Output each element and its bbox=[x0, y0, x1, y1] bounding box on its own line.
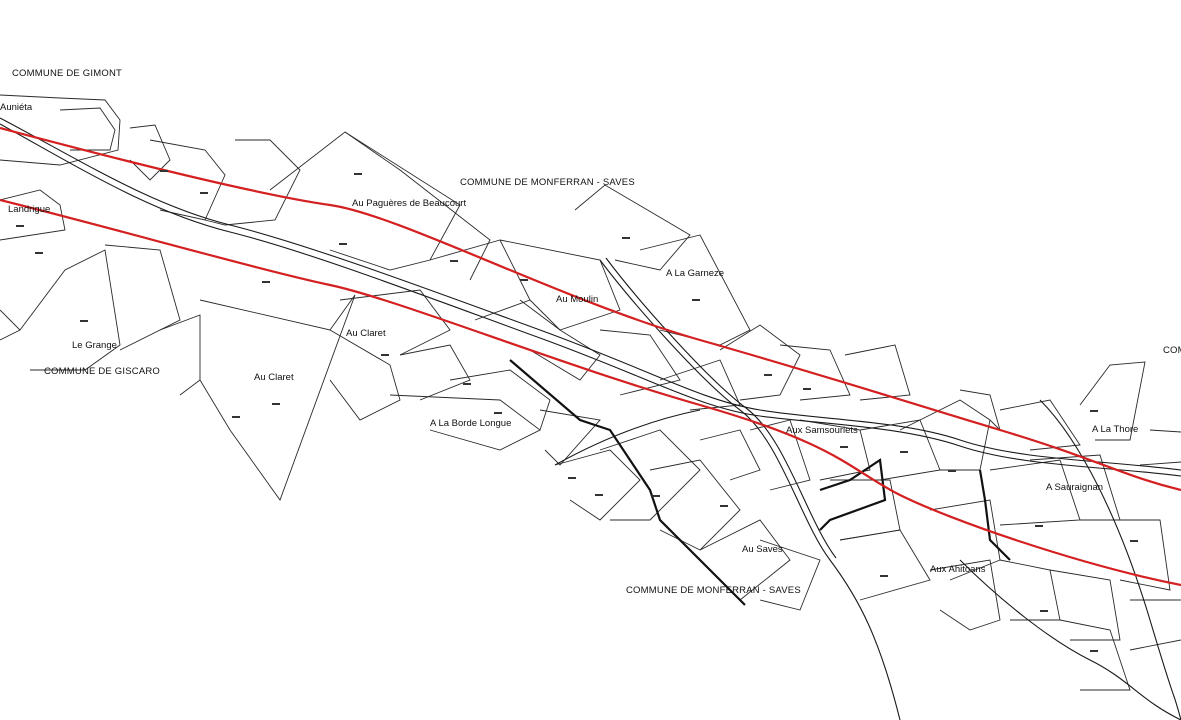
place-label-landrigue: Landrigue bbox=[8, 204, 50, 215]
corridor-lines bbox=[0, 126, 1181, 587]
corridor-line-upper bbox=[0, 126, 1181, 492]
commune-label-monferran-bottom: COMMUNE DE MONFERRAN - SAVES bbox=[626, 585, 801, 596]
commune-label-right-edge: COM bbox=[1163, 345, 1181, 356]
place-label-a-sauraignan: A Sauraignan bbox=[1046, 482, 1103, 493]
commune-labels: COMMUNE DE GIMONT COMMUNE DE MONFERRAN -… bbox=[12, 68, 1181, 596]
parcel-lines bbox=[0, 94, 1181, 691]
place-label-le-grange: Le Grange bbox=[72, 340, 117, 351]
commune-label-monferran-top: COMMUNE DE MONFERRAN - SAVES bbox=[460, 177, 635, 188]
place-label-au-claret-lower: Au Claret bbox=[254, 372, 294, 383]
place-label-au-saves: Au Saves bbox=[742, 544, 783, 555]
place-labels: Auniéta Landrigue Le Grange Au Paguères … bbox=[0, 102, 1138, 575]
thick-boundaries bbox=[509, 359, 1011, 606]
commune-label-giscaro: COMMUNE DE GISCARO bbox=[44, 366, 160, 377]
corridor-line-lower bbox=[0, 198, 1181, 587]
place-label-au-paguerres: Au Paguères de Beaucourt bbox=[352, 198, 466, 209]
parcel-ticks bbox=[16, 170, 1138, 652]
place-label-a-la-garneze: A La Garneze bbox=[666, 268, 724, 279]
place-label-aunieta: Auniéta bbox=[0, 102, 33, 113]
road-lines bbox=[0, 117, 1181, 720]
place-label-aux-samsouriets: Aux Samsouriets bbox=[786, 425, 858, 436]
place-label-au-claret-upper: Au Claret bbox=[346, 328, 386, 339]
place-label-au-moulin: Au Moulin bbox=[556, 294, 598, 305]
commune-label-gimont: COMMUNE DE GIMONT bbox=[12, 68, 122, 79]
place-label-a-la-borde-longue: A La Borde Longue bbox=[430, 418, 511, 429]
place-label-a-la-thore: A La Thore bbox=[1092, 424, 1138, 435]
place-label-aux-ahitoans: Aux Ahitoans bbox=[930, 564, 986, 575]
